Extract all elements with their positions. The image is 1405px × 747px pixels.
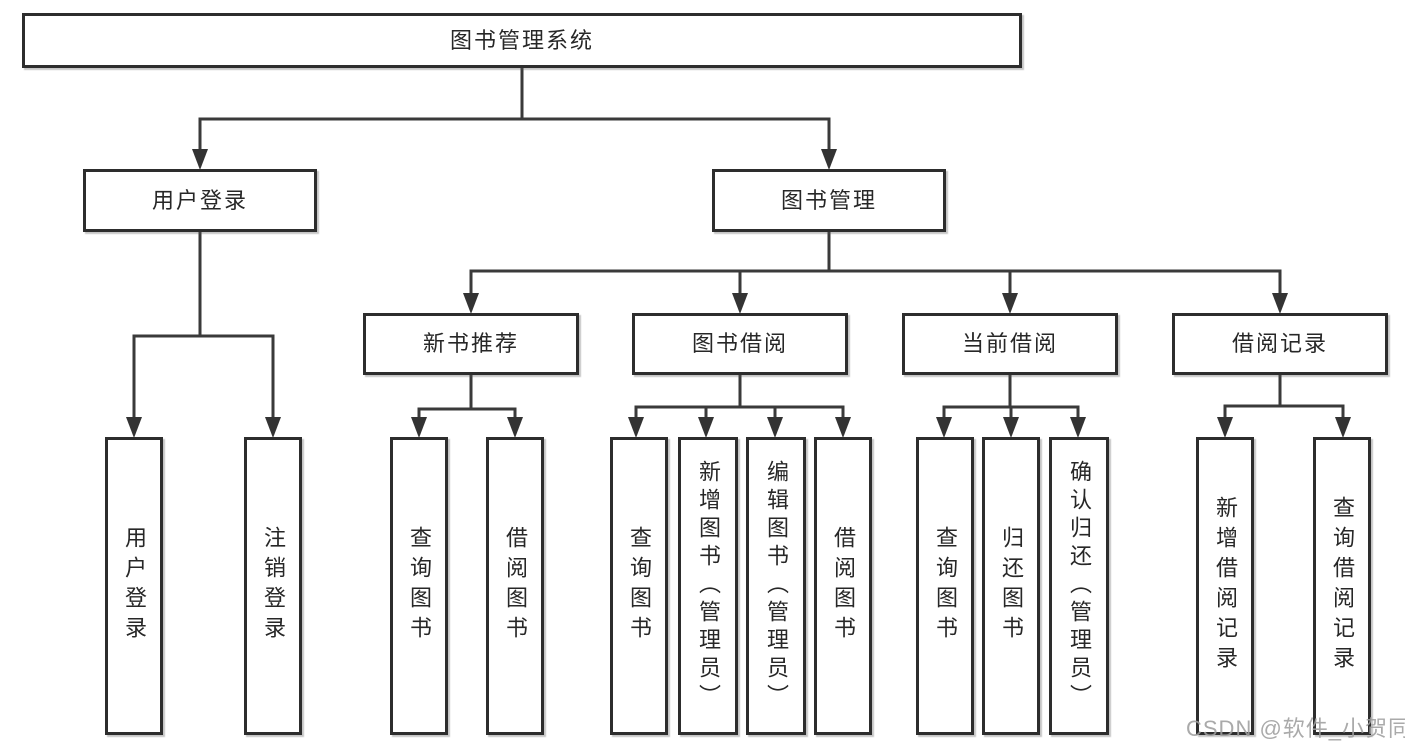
- leaf-query-books-borrow: 查询图书: [610, 437, 668, 735]
- node-borrow-records: 借阅记录: [1172, 313, 1388, 375]
- node-label: 借阅图书: [831, 526, 856, 646]
- node-label: 当前借阅: [961, 331, 1058, 356]
- node-current-borrow: 当前借阅: [902, 313, 1118, 375]
- node-label: 查询图书: [407, 526, 432, 646]
- node-label: 查询图书: [627, 526, 652, 646]
- node-label: 图书管理: [780, 187, 877, 213]
- node-label: 查询借阅记录: [1330, 496, 1355, 676]
- leaf-query-borrow-record: 查询借阅记录: [1313, 437, 1371, 735]
- leaf-user-login: 用户登录: [105, 437, 163, 735]
- node-label: 新增借阅记录: [1213, 496, 1238, 676]
- node-label: 确认归还（管理员）: [1067, 460, 1092, 712]
- node-label: 新增图书（管理员）: [696, 460, 721, 712]
- node-label: 注销登录: [261, 526, 286, 646]
- node-label: 用户登录: [151, 187, 248, 213]
- node-label: 借阅记录: [1231, 331, 1328, 356]
- node-label: 编辑图书（管理员）: [764, 460, 789, 712]
- node-label: 借阅图书: [503, 526, 528, 646]
- node-label: 图书管理系统: [449, 27, 594, 53]
- node-new-book-recommend: 新书推荐: [363, 313, 579, 375]
- leaf-borrow-books-recommend: 借阅图书: [486, 437, 544, 735]
- leaf-add-book-admin: 新增图书（管理员）: [678, 437, 738, 735]
- leaf-confirm-return-admin: 确认归还（管理员）: [1049, 437, 1109, 735]
- node-label: 新书推荐: [422, 331, 519, 356]
- node-book-management: 图书管理: [712, 169, 946, 232]
- node-book-borrow: 图书借阅: [632, 313, 848, 375]
- leaf-query-books-recommend: 查询图书: [390, 437, 448, 735]
- leaf-query-books-current: 查询图书: [916, 437, 974, 735]
- leaf-return-book: 归还图书: [982, 437, 1040, 735]
- leaf-add-borrow-record: 新增借阅记录: [1196, 437, 1254, 735]
- leaf-borrow-books: 借阅图书: [814, 437, 872, 735]
- csdn-watermark: CSDN @软件_小贺同学: [1186, 716, 1405, 741]
- node-label: 归还图书: [999, 526, 1024, 646]
- leaf-edit-book-admin: 编辑图书（管理员）: [746, 437, 806, 735]
- node-user-login: 用户登录: [83, 169, 317, 232]
- node-label: 用户登录: [122, 526, 147, 646]
- node-label: 图书借阅: [691, 331, 788, 356]
- node-library-management-system: 图书管理系统: [22, 13, 1022, 68]
- leaf-logout: 注销登录: [244, 437, 302, 735]
- node-label: 查询图书: [933, 526, 958, 646]
